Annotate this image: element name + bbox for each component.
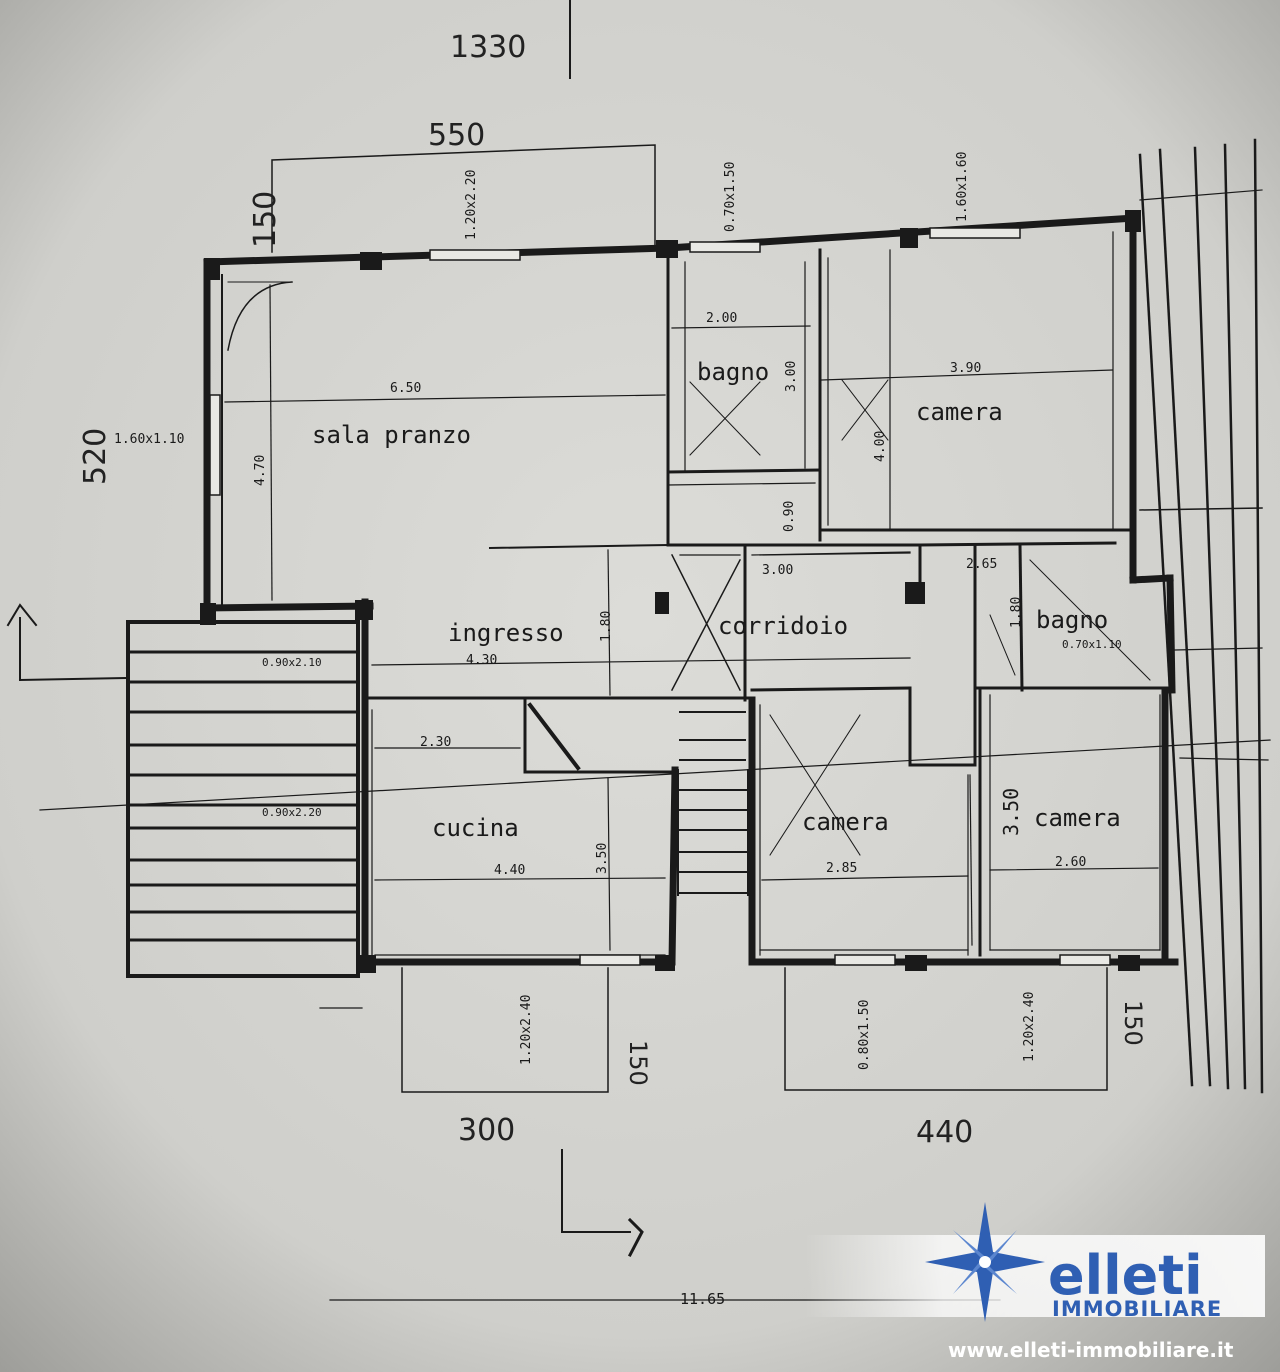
dim-camera-right-height: 3.50	[999, 788, 1023, 836]
logo-subtitle: IMMOBILIARE	[1052, 1297, 1222, 1321]
dim-overall-top: 1330	[450, 30, 526, 65]
dim-cucina-width: 4.40	[494, 863, 525, 878]
section-arrow-bottom	[561, 1149, 644, 1258]
dim-cucina-height: 3.50	[595, 843, 610, 874]
star-icon	[925, 1202, 1045, 1322]
room-label-bagno-top: bagno	[697, 358, 769, 386]
section-arrow-left	[6, 603, 127, 682]
room-label-camera-right: camera	[1034, 804, 1121, 832]
dim-bagno-width: 2.00	[706, 311, 737, 326]
dim-window-top-sala: 1.20x2.20	[464, 170, 479, 240]
logo-brand: elleti	[1048, 1244, 1203, 1307]
dim-window-cucina: 1.20x2.40	[519, 995, 534, 1065]
dim-ingresso-height: 1.80	[599, 611, 614, 642]
dim-camera-mid-width: 2.85	[826, 861, 857, 876]
room-label-camera-top: camera	[916, 398, 1003, 426]
room-label-camera-mid: camera	[802, 808, 889, 836]
door-arc	[227, 281, 293, 351]
dim-corridor-width: 3.00	[762, 563, 793, 578]
dim-bottom-left: 300	[458, 1113, 515, 1148]
dim-camera-top-height: 4.00	[873, 431, 888, 462]
dim-terrace-depth: 150	[248, 191, 283, 248]
dim-bottom-right: 440	[916, 1115, 973, 1150]
dim-bagno-right-width: 2.65	[966, 557, 997, 572]
dim-bagno-right-window: 0.70x1.10	[1062, 638, 1122, 651]
dim-window-bagno: 0.70x1.50	[723, 162, 738, 232]
room-label-bagno-right: bagno	[1036, 606, 1108, 634]
interior-walls	[368, 248, 1167, 957]
dim-camera-top-width: 3.90	[950, 361, 981, 376]
room-label-corridoio: corridoio	[718, 612, 848, 640]
dim-ingresso-width: 4.30	[466, 653, 497, 668]
pillars	[200, 210, 1141, 973]
interior-stair	[527, 553, 749, 896]
balcony-cucina	[401, 967, 609, 1093]
dim-left-side: 520	[78, 428, 113, 485]
terrace-top	[271, 144, 656, 253]
entry-stairs	[126, 620, 360, 978]
dim-window-camera-right: 1.20x2.40	[1022, 992, 1037, 1062]
dim-window-left: 1.60x1.10	[114, 432, 184, 447]
dim-camera-right-width: 2.60	[1055, 855, 1086, 870]
dim-cucina-top: 2.30	[420, 735, 451, 750]
room-label-sala-pranzo: sala pranzo	[312, 421, 471, 449]
dim-door-ingresso: 0.90x2.10	[262, 656, 322, 669]
room-label-ingresso: ingresso	[448, 619, 564, 647]
dim-terrace-top: 550	[428, 118, 485, 153]
windows-top	[209, 227, 1111, 966]
dim-overall-bottom: 11.65	[680, 1290, 725, 1308]
dim-sala-height: 4.70	[253, 455, 268, 486]
dim-bagno-right-height: 1.80	[1009, 597, 1024, 628]
dim-window-camera-top: 1.60x1.60	[955, 152, 970, 222]
dim-right-side: 150	[1119, 1000, 1147, 1046]
dim-corridor-gap: 0.90	[782, 501, 797, 532]
logo: elleti IMMOBILIARE www.elleti-immobiliar…	[805, 1202, 1265, 1362]
cross-marks	[689, 379, 1151, 856]
balcony-camere	[784, 967, 1108, 1091]
room-label-cucina: cucina	[432, 814, 519, 842]
dim-bagno-height: 3.00	[784, 361, 799, 392]
logo-url: www.elleti-immobiliare.it	[948, 1338, 1234, 1362]
dim-sala-width: 6.50	[390, 381, 421, 396]
dim-window-camera-mid: 0.80x1.50	[857, 1000, 872, 1070]
dim-stair-window: 0.90x2.20	[262, 806, 322, 819]
right-stair-strip	[1138, 138, 1269, 1094]
dim-cucina-side: 150	[624, 1040, 652, 1086]
